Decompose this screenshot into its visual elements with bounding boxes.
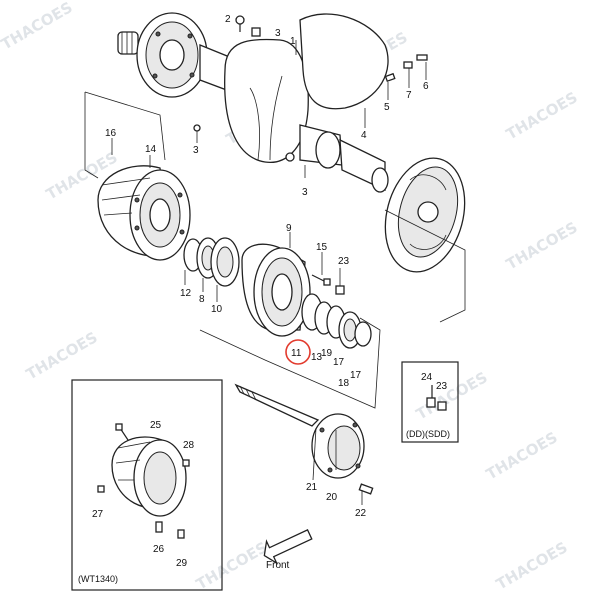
part-label-22: 22 <box>355 508 367 519</box>
housing-cover <box>299 13 389 110</box>
inset-dd-sdd: (DD)(SDD) <box>401 361 459 443</box>
front-label: Front <box>266 560 290 571</box>
part-label-9: 9 <box>286 223 292 234</box>
leader-lines <box>84 40 466 505</box>
part-label-24: 24 <box>421 372 433 383</box>
inset-wt1340: (WT1340) <box>71 379 223 591</box>
part-label-3: 3 <box>193 145 199 156</box>
bearing-set <box>183 237 240 287</box>
part-label-25: 25 <box>150 420 162 431</box>
watermark: THACOES <box>23 328 101 383</box>
watermark: THACOES <box>493 538 571 593</box>
part-label-19: 19 <box>321 348 333 359</box>
inset-right-label: (DD)(SDD) <box>406 429 450 439</box>
shaft-stub <box>117 31 139 55</box>
part-label-7: 7 <box>406 90 412 101</box>
brake-drum <box>97 165 191 261</box>
part-label-6: 6 <box>423 81 429 92</box>
part-label-16: 16 <box>105 128 117 139</box>
part-label-12: 12 <box>180 288 192 299</box>
part-labels: 1 2 3 3 3 4 5 6 7 8 9 10 11 12 13 14 15 … <box>92 14 448 569</box>
watermark: THACOES <box>193 538 271 593</box>
bolts <box>311 274 345 295</box>
part-label-11: 11 <box>291 348 302 359</box>
part-label-17: 17 <box>350 370 362 381</box>
part-label-17: 17 <box>333 357 345 368</box>
axle-housing <box>117 12 428 193</box>
part-label-10: 10 <box>211 304 223 315</box>
ring-set <box>301 293 372 349</box>
part-label-3: 3 <box>275 28 281 39</box>
front-arrow: Front <box>263 529 313 571</box>
part-label-21: 21 <box>306 482 318 493</box>
part-label-1: 1 <box>290 36 296 47</box>
part-label-3: 3 <box>302 187 308 198</box>
part-label-4: 4 <box>361 130 367 141</box>
part-label-23: 23 <box>338 256 350 267</box>
part-label-29: 29 <box>176 558 188 569</box>
watermark: THACOES <box>483 428 561 483</box>
part-label-8: 8 <box>199 294 205 305</box>
axle-shaft <box>234 383 374 495</box>
part-label-15: 15 <box>316 242 328 253</box>
part-label-14: 14 <box>145 144 157 155</box>
part-label-5: 5 <box>384 102 390 113</box>
part-label-2: 2 <box>225 14 231 25</box>
differential-carrier <box>224 38 309 164</box>
part-label-20: 20 <box>326 492 338 503</box>
inset-left-label: (WT1340) <box>78 574 118 584</box>
part-label-18: 18 <box>338 378 350 389</box>
part-label-26: 26 <box>153 544 165 555</box>
wheel-hub <box>241 243 311 337</box>
part-label-13: 13 <box>311 352 323 363</box>
brake-assembly <box>384 157 466 273</box>
part-label-28: 28 <box>183 440 195 451</box>
part-label-23: 23 <box>436 381 448 392</box>
watermark: THACOES <box>503 218 581 273</box>
part-label-27: 27 <box>92 509 104 520</box>
watermark: THACOES <box>503 88 581 143</box>
watermark: THACOES <box>0 0 76 53</box>
highlight-ring <box>285 339 311 365</box>
